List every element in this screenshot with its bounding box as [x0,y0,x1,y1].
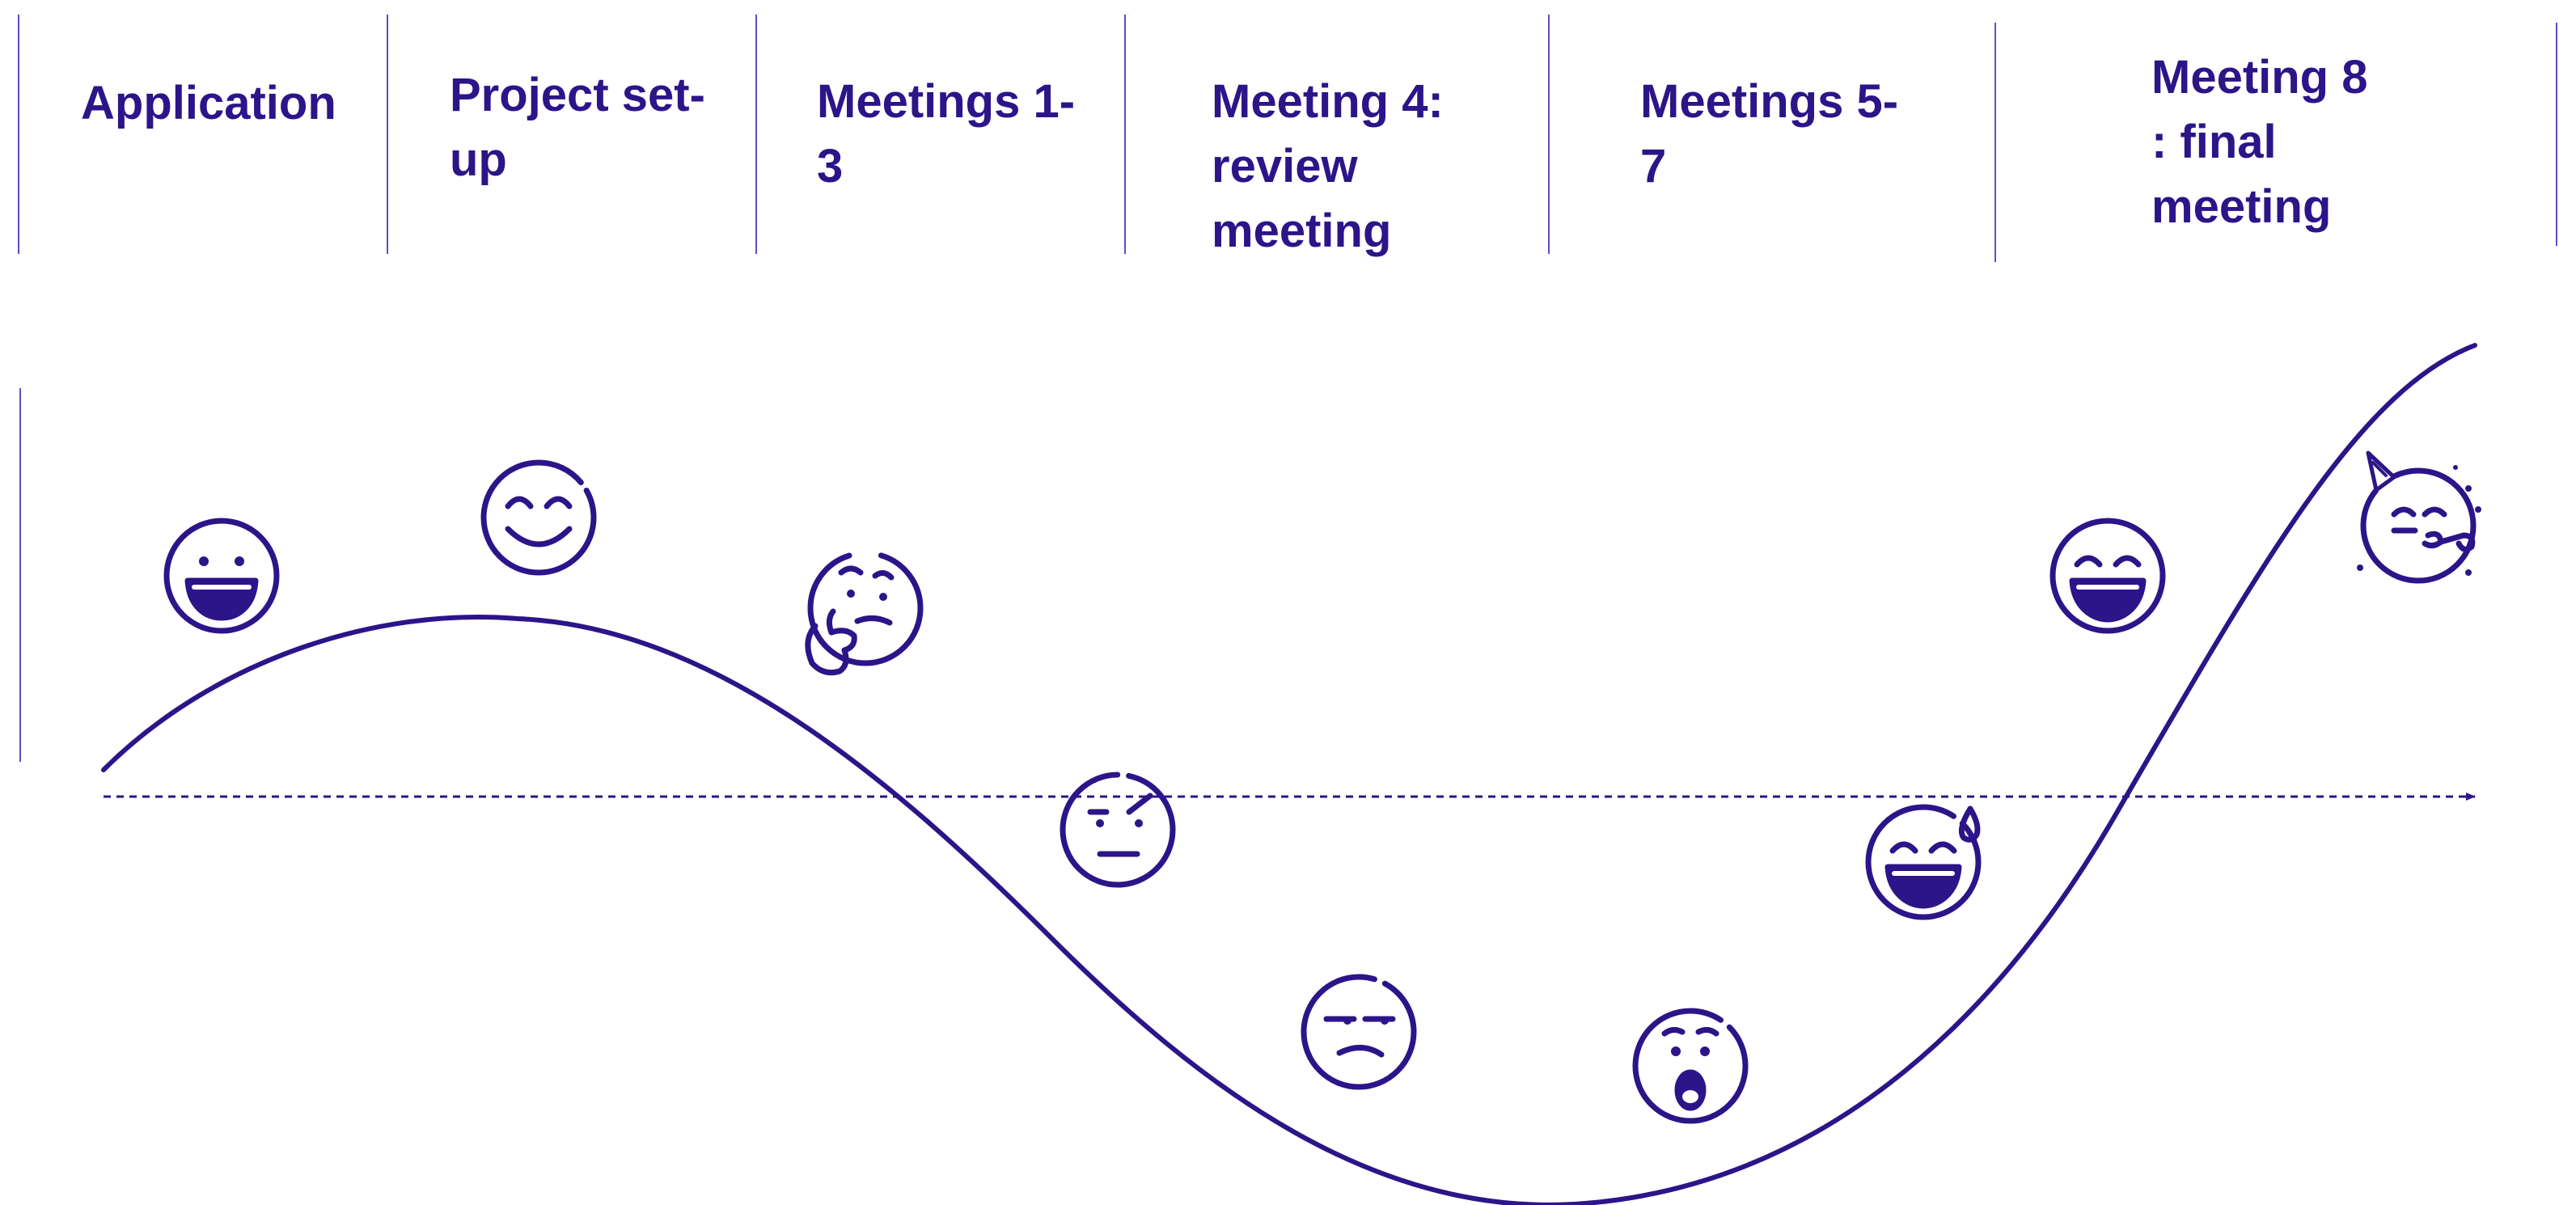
stage-divider [2556,23,2557,246]
stage-label-project-setup: Project set-up [450,69,705,186]
thinking-face-icon [805,550,924,676]
emotion-curve [101,343,2477,1205]
smiling-face-icon [480,459,597,576]
stage-divider [1994,23,1996,262]
partying-face-icon [2357,450,2481,584]
surprised-face-icon [1632,1008,1749,1124]
stage-label-meetings-5-7: Meetings 5-7 [1640,75,1899,192]
stage-divider [755,15,757,254]
stage-divider [1124,15,1126,254]
stage-label-application: Application [81,77,336,129]
stage-divider [18,15,19,254]
raised-eyebrow-face-icon [1060,772,1176,888]
stage-label-meeting-4: Meeting 4: review meeting [1212,75,1444,257]
stage-label-meetings-1-3: Meetings 1-3 [817,75,1076,192]
y-axis-line [19,388,21,762]
grinning-face-icon [163,518,280,634]
stage-divider [387,15,388,254]
grinning-squint-face-icon [2049,518,2166,634]
sweat-smile-face-icon [1865,804,1982,920]
unamused-face-icon [1301,974,1417,1090]
stage-divider [1548,15,1550,254]
stage-label-meeting-8: Meeting 8 : final meeting [2151,51,2368,233]
